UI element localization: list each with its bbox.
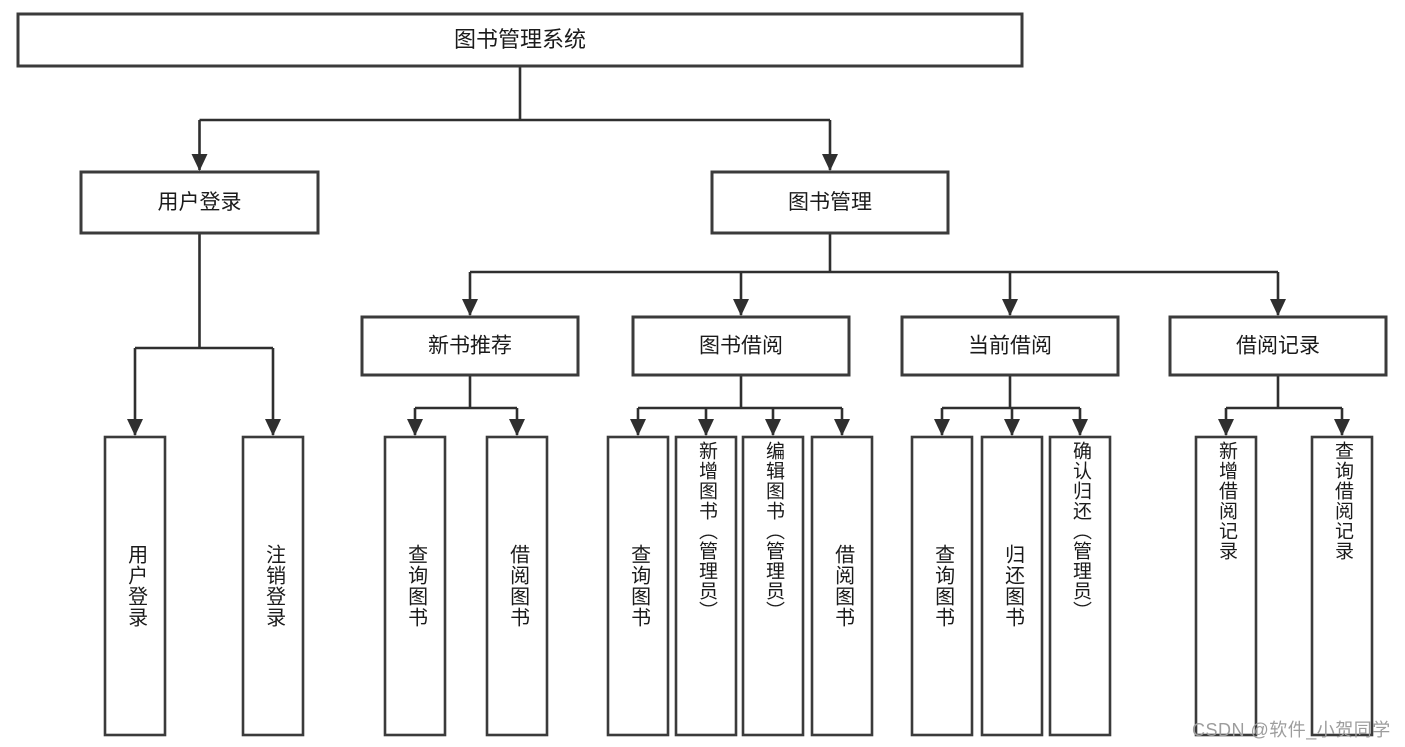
connector-layer (127, 66, 1350, 436)
arrow-head-leaf-borrow-book (834, 419, 850, 436)
arrow-head-leaf-query-borrow-record (1334, 419, 1350, 436)
node-box-root[interactable] (16, 12, 1024, 68)
node-box-current-borrow[interactable] (900, 315, 1120, 377)
box-layer (16, 12, 1388, 737)
node-box-leaf-borrow-book[interactable] (810, 435, 874, 737)
node-label-current-borrow: 当前借阅 (968, 335, 1052, 358)
node-label-user-login: 用户登录 (158, 191, 242, 214)
node-box-leaf-return-book[interactable] (980, 435, 1044, 737)
node-box-leaf-query-book-rec[interactable] (383, 435, 447, 737)
arrow-head-user-login (191, 154, 208, 171)
node-box-leaf-edit-book-admin[interactable] (741, 435, 805, 737)
node-box-new-book-rec[interactable] (360, 315, 580, 377)
arrow-head-book-manage (822, 154, 838, 171)
node-box-leaf-borrow-book-rec[interactable] (485, 435, 549, 737)
arrow-head-leaf-logout-login (265, 419, 281, 436)
node-box-book-manage[interactable] (710, 170, 950, 235)
arrow-head-leaf-confirm-return-admin (1072, 419, 1088, 436)
node-box-user-login[interactable] (79, 170, 320, 235)
node-box-leaf-add-borrow-record[interactable] (1194, 435, 1258, 737)
arrow-head-leaf-return-book (1004, 419, 1020, 436)
node-box-borrow-record[interactable] (1168, 315, 1388, 377)
arrow-head-leaf-borrow-book-rec (509, 419, 525, 436)
arrow-head-leaf-query-book-borrow (630, 419, 646, 436)
watermark-text: CSDN @软件_小贺同学 (1192, 720, 1391, 740)
node-box-leaf-query-book-current[interactable] (910, 435, 974, 737)
arrow-head-leaf-user-login (127, 419, 143, 436)
arrow-head-book-borrow (733, 299, 749, 316)
arrow-head-leaf-query-book-rec (407, 419, 423, 436)
node-label-borrow-record: 借阅记录 (1236, 335, 1320, 358)
arrow-head-leaf-edit-book-admin (765, 419, 781, 436)
node-box-leaf-query-borrow-record[interactable] (1310, 435, 1374, 737)
node-label-book-manage: 图书管理 (788, 191, 872, 214)
arrow-head-leaf-add-book-admin (698, 419, 714, 436)
node-box-leaf-logout-login[interactable] (241, 435, 305, 737)
arrow-head-leaf-add-borrow-record (1218, 419, 1234, 436)
node-box-leaf-query-book-borrow[interactable] (606, 435, 670, 737)
node-box-leaf-confirm-return-admin[interactable] (1048, 435, 1112, 737)
node-box-leaf-user-login[interactable] (103, 435, 167, 737)
node-box-leaf-add-book-admin[interactable] (674, 435, 738, 737)
arrow-head-leaf-query-book-current (934, 419, 950, 436)
node-label-book-borrow: 图书借阅 (699, 335, 783, 358)
arrow-head-borrow-record (1270, 299, 1286, 316)
arrow-head-new-book-rec (462, 299, 478, 316)
node-label-new-book-rec: 新书推荐 (428, 335, 512, 358)
node-box-book-borrow[interactable] (631, 315, 851, 377)
arrow-head-current-borrow (1002, 299, 1018, 316)
node-label-root: 图书管理系统 (454, 27, 586, 52)
